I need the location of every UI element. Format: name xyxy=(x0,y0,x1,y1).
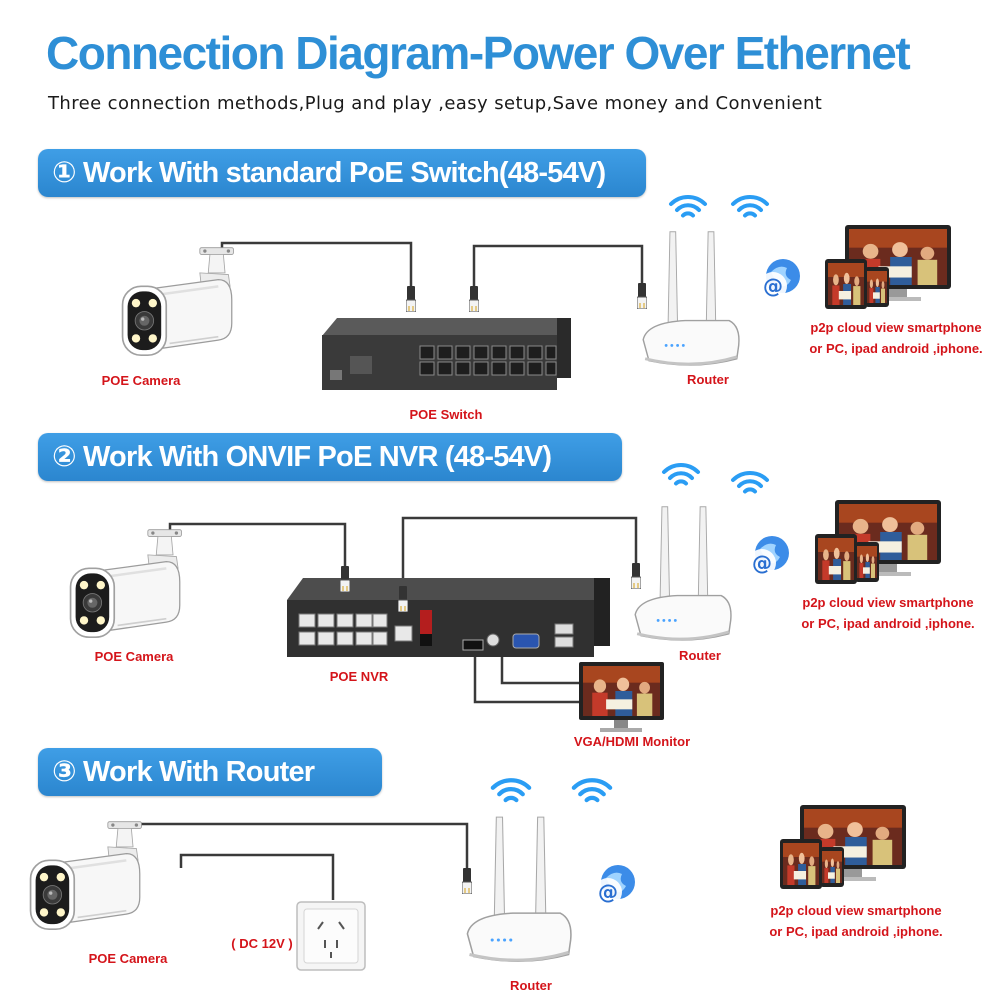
method-2-camera-label: POE Camera xyxy=(94,649,174,664)
wifi-icon xyxy=(731,470,769,494)
p2p-cloud-icon xyxy=(759,259,800,300)
method1-switch xyxy=(322,318,571,390)
router-icon xyxy=(465,815,573,963)
cloud-label-line2: or PC, ipad android ,iphone. xyxy=(769,924,943,939)
rj45-plug-icon xyxy=(462,868,472,894)
method-1-cloud-label: p2p cloud view smartphone or PC, ipad an… xyxy=(798,317,994,359)
rj45-plug-icon xyxy=(631,563,641,589)
method-2-router-label: Router xyxy=(679,648,721,663)
method2-nvr xyxy=(287,578,610,657)
page-title: Connection Diagram-Power Over Ethernet xyxy=(46,27,911,79)
method3-cables xyxy=(122,822,469,900)
method-1-router-label: Router xyxy=(687,372,729,387)
bullet-camera-icon xyxy=(69,528,183,639)
method-3-camera-label: POE Camera xyxy=(88,951,168,966)
wifi-icon xyxy=(731,194,769,218)
laptop-icon xyxy=(815,500,941,584)
wifi-icon xyxy=(493,780,529,800)
wifi-icon xyxy=(669,194,707,218)
page-subtitle: Three connection methods,Plug and play ,… xyxy=(48,93,823,114)
router-icon xyxy=(641,230,741,367)
wifi-icon xyxy=(662,462,700,486)
cloud-label-line2: or PC, ipad android ,iphone. xyxy=(809,341,983,356)
router-icon xyxy=(633,505,733,642)
cloud-label-line1: p2p cloud view smartphone xyxy=(770,903,942,918)
method-2-banner: ② Work With ONVIF PoE NVR (48-54V) xyxy=(38,433,622,481)
method-2-monitor-label: VGA/HDMI Monitor xyxy=(573,734,691,749)
method-3-banner: ③ Work With Router xyxy=(38,748,382,796)
method-3-power-label: ( DC 12V ) xyxy=(231,936,293,951)
method-3-router-label: Router xyxy=(510,978,552,993)
method-2-nvr-label: POE NVR xyxy=(329,669,389,684)
rj45-plug-icon xyxy=(398,586,408,612)
rj45-plug-icon xyxy=(637,283,647,309)
rj45-plug-icon xyxy=(340,566,350,592)
p2p-cloud-icon xyxy=(748,536,789,577)
monitor-icon xyxy=(579,662,664,732)
method1-cables xyxy=(220,241,644,288)
bullet-camera-icon xyxy=(121,246,235,357)
power-socket-icon xyxy=(296,901,366,971)
method2-cables xyxy=(168,516,638,704)
method-2-cloud-label: p2p cloud view smartphone or PC, ipad an… xyxy=(790,592,986,634)
bullet-camera-icon xyxy=(29,820,143,931)
method-1-switch-label: POE Switch xyxy=(409,407,483,422)
cloud-label-line1: p2p cloud view smartphone xyxy=(802,595,974,610)
laptop-icon xyxy=(780,805,906,889)
p2p-cloud-icon xyxy=(594,865,635,906)
method-3-cloud-label: p2p cloud view smartphone or PC, ipad an… xyxy=(758,900,954,942)
cloud-label-line1: p2p cloud view smartphone xyxy=(810,320,982,335)
method-1-camera-label: POE Camera xyxy=(101,373,181,388)
rj45-plug-icon xyxy=(406,286,416,312)
cloud-label-line2: or PC, ipad android ,iphone. xyxy=(801,616,975,631)
wifi-icon xyxy=(574,780,610,800)
method-1-banner: ① Work With standard PoE Switch(48-54V) xyxy=(38,149,646,197)
rj45-plug-icon xyxy=(469,286,479,312)
laptop-icon xyxy=(825,225,951,309)
